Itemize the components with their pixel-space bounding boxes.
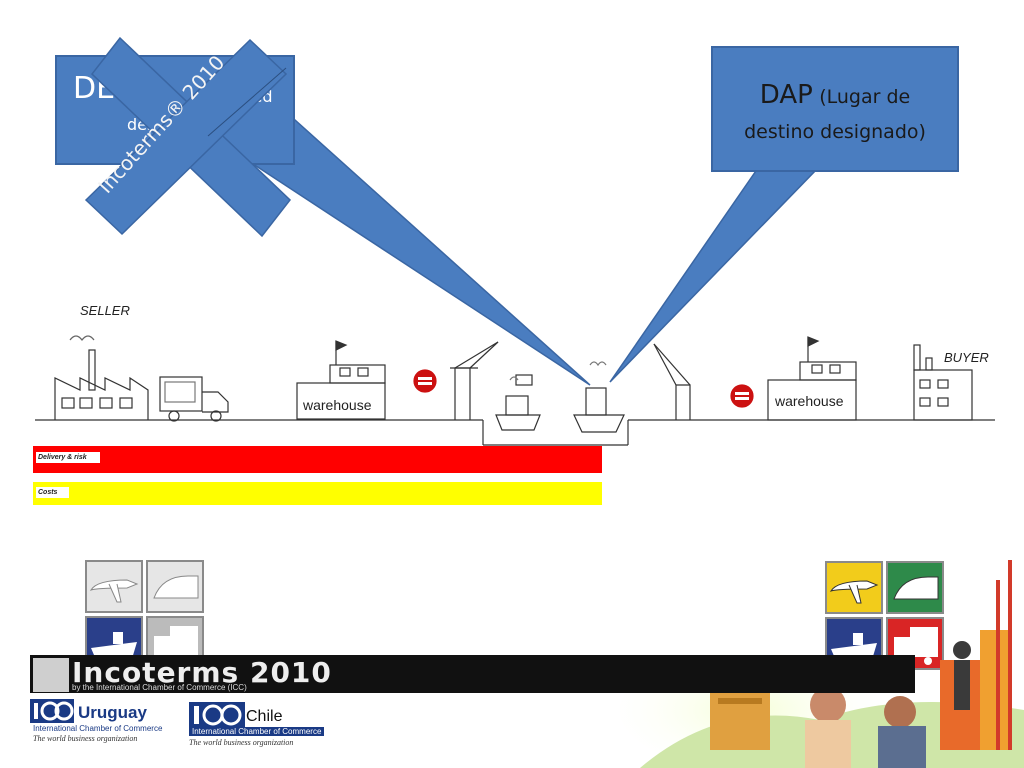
transport-modes-left	[85, 560, 204, 669]
footer-mode-icons	[33, 658, 69, 692]
warehouse-right-label: warehouse	[775, 393, 844, 409]
stop-sign-right-icon	[730, 384, 754, 408]
dap-callout-box: DAP (Lugar de destino designado)	[711, 46, 959, 172]
ship-left-icon	[495, 376, 541, 431]
seller-label: SELLER	[80, 303, 130, 318]
icc-logo-icon	[189, 702, 245, 728]
stop-sign-left-icon	[413, 369, 437, 393]
icc-uruguay-tagline: The world business organization	[33, 734, 138, 743]
truck-icon	[154, 626, 198, 664]
dap-callout-subtitle-1: (Lugar de	[819, 86, 911, 108]
costs-bar: Costs	[33, 482, 602, 505]
footer-title: Incoterms 2010	[72, 656, 332, 689]
crane-left-icon	[450, 341, 533, 420]
train-icon	[893, 576, 939, 600]
buyer-label: BUYER	[944, 350, 989, 365]
costs-label: Costs	[36, 487, 69, 498]
icc-uruguay-name: Uruguay	[78, 703, 147, 722]
dap-callout-subtitle-2: destino designado)	[744, 121, 926, 143]
icc-chile-name: Chile	[246, 708, 283, 725]
delivery-risk-label: Delivery & risk	[36, 452, 100, 463]
warehouse-left-icon	[296, 340, 386, 420]
transport-modes-right	[825, 561, 944, 670]
truck-icon	[159, 376, 229, 422]
warehouse-right-icon	[767, 336, 857, 421]
mode-rail-right	[886, 561, 944, 614]
footer-subtitle: by the International Chamber of Commerce…	[72, 683, 247, 692]
train-icon	[153, 575, 199, 599]
airplane-icon	[829, 580, 879, 604]
icc-logo-icon	[30, 699, 74, 723]
mode-air-right	[825, 561, 883, 614]
buyer-building-icon	[913, 344, 973, 421]
icc-chile-logo	[189, 702, 245, 728]
truck-icon	[894, 627, 938, 665]
mode-air-left	[85, 560, 143, 613]
dap-callout-text: DAP (Lugar de destino designado)	[713, 78, 957, 149]
icc-chile-org: International Chamber of Commerce	[189, 727, 325, 736]
ship-right-icon	[573, 361, 625, 433]
delivery-risk-bar: Delivery & risk	[33, 446, 602, 473]
banner-stripe-front	[84, 38, 288, 236]
decorative-collage	[620, 560, 1024, 768]
warehouse-left-label: warehouse	[303, 397, 372, 413]
crane-right-icon	[653, 343, 691, 420]
dap-callout-title: DAP	[759, 80, 813, 110]
factory-icon	[54, 335, 149, 420]
airplane-icon	[89, 579, 139, 603]
mode-rail-left	[146, 560, 204, 613]
icc-chile-tagline: The world business organization	[189, 738, 294, 747]
footer-banner	[30, 655, 915, 693]
icc-uruguay-org: International Chamber of Commerce	[33, 724, 163, 733]
icc-uruguay-logo	[30, 699, 74, 723]
